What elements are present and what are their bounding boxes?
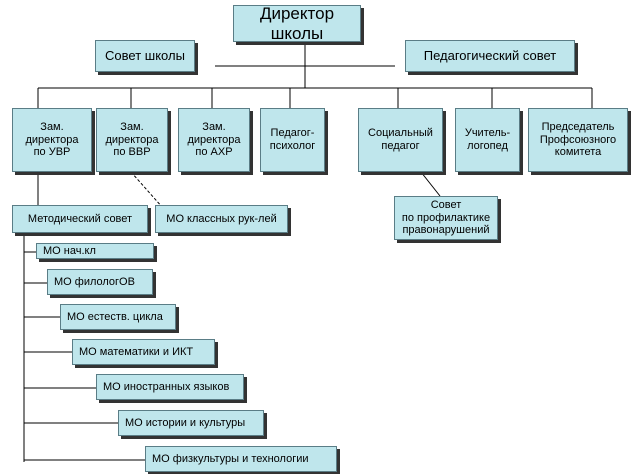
school-council-box: Совет школы bbox=[95, 40, 195, 72]
deputy-vvr-box: Зам. директора по ВВР bbox=[96, 108, 168, 172]
deputy-uvr-box: Зам. директора по УВР bbox=[12, 108, 92, 172]
social-pedagogue-box: Социальный педагог bbox=[358, 108, 443, 172]
director-box: Директор школы bbox=[233, 5, 361, 42]
mo-math-box: МО математики и ИКТ bbox=[72, 339, 215, 365]
methodical-council-box: Методический совет bbox=[12, 205, 148, 233]
mo-science-box: МО естеств. цикла bbox=[60, 304, 176, 330]
mo-foreign-languages-box: МО иностранных языков bbox=[96, 374, 244, 400]
prevention-council-box: Совет по профилактике правонарушений bbox=[394, 196, 498, 240]
pedagogical-council-box: Педагогический совет bbox=[405, 40, 575, 72]
speech-therapist-box: Учитель- логопед bbox=[455, 108, 520, 172]
class-mo-box: МО классных рук-лей bbox=[155, 205, 288, 233]
mo-primary-box: МО нач.кл bbox=[36, 243, 154, 259]
union-chairman-box: Председатель Профсоюзного комитета bbox=[528, 108, 628, 172]
psychologist-box: Педагог- психолог bbox=[260, 108, 325, 172]
mo-philology-box: МО филологОВ bbox=[47, 269, 153, 295]
mo-pe-technology-box: МО физкультуры и технологии bbox=[145, 446, 337, 472]
mo-history-box: МО истории и культуры bbox=[118, 410, 264, 436]
deputy-ahr-box: Зам. директора по АХР bbox=[178, 108, 250, 172]
